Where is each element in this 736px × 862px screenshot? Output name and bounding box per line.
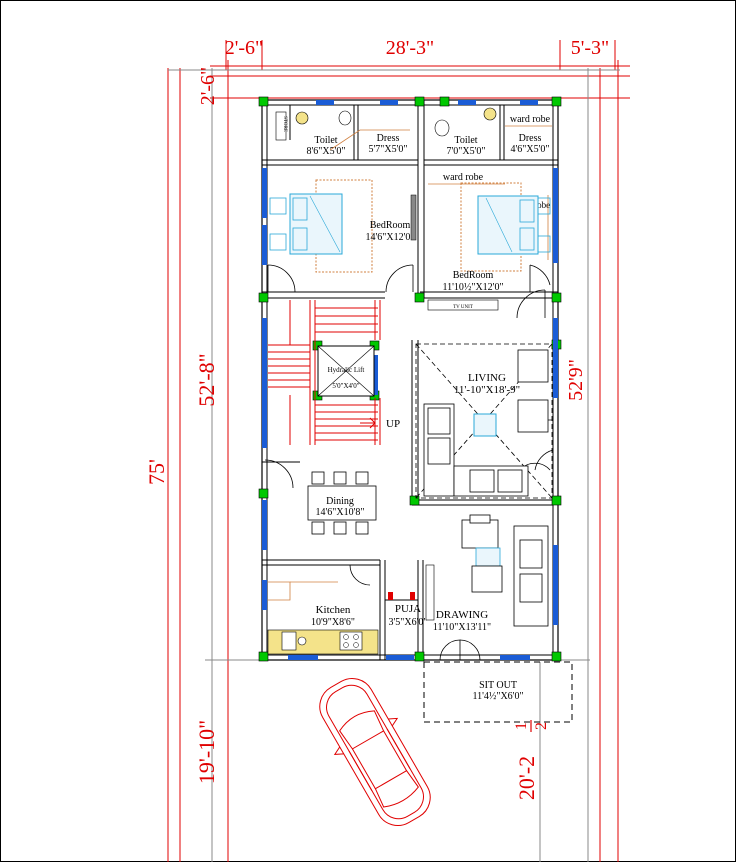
toilet-2-name: Toilet bbox=[454, 135, 477, 146]
bedroom-1-size: 14'6"X12'0" bbox=[366, 232, 415, 243]
dim-left-total: 75' bbox=[144, 459, 169, 485]
lift-name: Hydralic Lift bbox=[328, 366, 365, 374]
store-shelf bbox=[275, 111, 287, 141]
living-size: 11'-10"X18'-9" bbox=[454, 384, 520, 396]
dining-size: 14'6"X10'8" bbox=[316, 507, 365, 518]
puja-size: 3'5"X6'0" bbox=[389, 617, 428, 628]
dress-1-name: Dress bbox=[377, 133, 400, 144]
dim-right-bottom-num: 1 bbox=[513, 722, 530, 730]
drawing-size: 11'10"X13'11" bbox=[433, 622, 491, 633]
store-label: STORE bbox=[282, 116, 287, 132]
sitout-outline bbox=[423, 661, 573, 723]
puja-mark-left bbox=[388, 592, 393, 600]
sitout-size: 11'4½"X6'0" bbox=[472, 691, 523, 702]
dim-top-center: 28'-3" bbox=[386, 37, 434, 59]
dining-name: Dining bbox=[326, 496, 354, 507]
drawing-furniture bbox=[461, 514, 549, 627]
drawing-name: DRAWING bbox=[436, 609, 488, 621]
stairs-up-label: UP bbox=[386, 418, 400, 430]
dress-2-size: 4'6"X5'0" bbox=[511, 144, 550, 155]
dim-top-left: 2'-6" bbox=[225, 37, 263, 59]
toilet-2-fixtures bbox=[434, 107, 497, 137]
kitchen-counter bbox=[267, 581, 379, 655]
sitout-name: SIT OUT bbox=[479, 680, 517, 691]
bed-1 bbox=[269, 179, 373, 273]
dim-right-middle: 52'9" bbox=[565, 359, 587, 401]
hydraulic-lift bbox=[317, 345, 375, 397]
doors bbox=[264, 264, 554, 661]
bedroom-2-size: 11'10½"X12'0" bbox=[442, 282, 503, 293]
toilet-1-name: Toilet bbox=[314, 135, 337, 146]
kitchen-size: 10'9"X8'6" bbox=[311, 617, 355, 628]
car-icon bbox=[319, 678, 431, 826]
plot-boundary bbox=[167, 40, 630, 862]
dim-right-bottom-den: 2 bbox=[533, 722, 550, 730]
living-name: LIVING bbox=[468, 372, 506, 384]
dim-right-bottom: 20'-2 1 2 bbox=[513, 720, 550, 800]
dim-top-right: 5'-3" bbox=[571, 37, 609, 59]
dress-1-size: 5'7"X5'0" bbox=[369, 144, 408, 155]
bedroom-1-name: BedRoom bbox=[370, 220, 411, 231]
puja-name: PUJA bbox=[395, 603, 421, 615]
dim-right-bottom-main: 20'-2 bbox=[514, 756, 539, 800]
lift-size: 5'0"X4'0" bbox=[332, 382, 359, 390]
puja-mark-right bbox=[410, 592, 415, 600]
bedroom-2-name: BedRoom bbox=[453, 270, 494, 281]
tv-unit bbox=[427, 299, 499, 311]
living-table bbox=[473, 413, 497, 437]
dress-1-rail bbox=[329, 129, 410, 151]
tv-unit-label: TV UNIT bbox=[453, 305, 473, 310]
wardrobe-mid-label: ward robe bbox=[443, 172, 484, 183]
dim-left-top: 2'-6" bbox=[197, 67, 219, 105]
toilet-1-fixtures bbox=[295, 110, 352, 126]
kitchen-name: Kitchen bbox=[316, 604, 351, 616]
windows bbox=[262, 100, 558, 660]
staircase bbox=[268, 300, 381, 445]
dress-2-name: Dress bbox=[519, 133, 542, 144]
tv-panel-1 bbox=[410, 194, 417, 241]
toilet-2-size: 7'0"X5'0" bbox=[447, 146, 486, 157]
dining-set bbox=[307, 471, 377, 535]
living-sofa bbox=[423, 349, 549, 497]
drawing-tv bbox=[425, 564, 435, 621]
toilet-1-size: 8'6"X5'0" bbox=[307, 146, 346, 157]
dim-left-middle: 52'-8" bbox=[194, 353, 219, 406]
dim-left-bottom: 19'-10" bbox=[194, 720, 219, 784]
bed-2 bbox=[460, 182, 551, 272]
wardrobe-top-label: ward robe bbox=[510, 114, 551, 125]
